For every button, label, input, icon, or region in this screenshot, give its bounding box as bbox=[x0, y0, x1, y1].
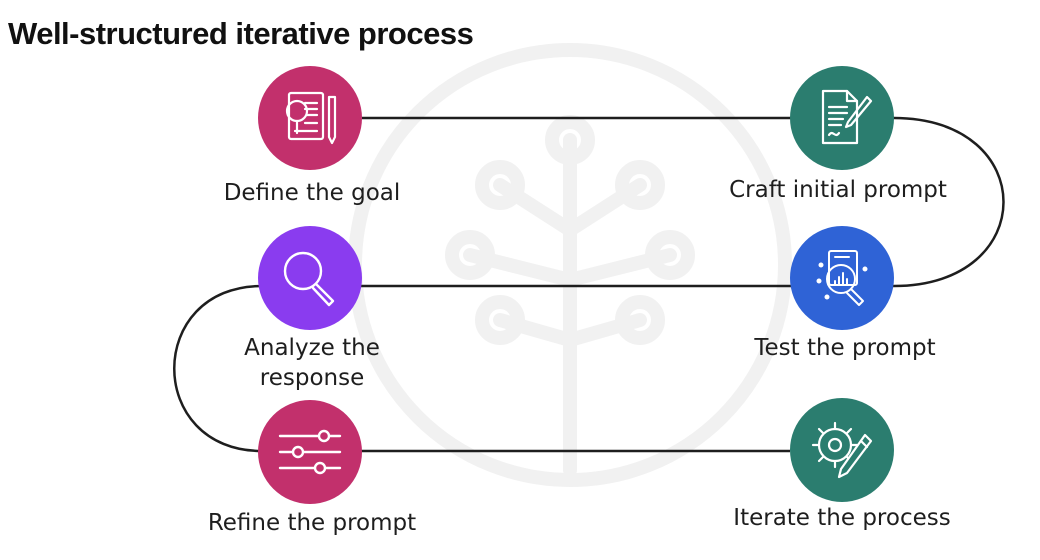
slide-title: Well-structured iterative process bbox=[8, 16, 474, 51]
step-iterate-label: Iterate the process bbox=[733, 505, 951, 531]
gear-pencil-icon bbox=[811, 421, 873, 479]
step-define-label: Define the goal bbox=[223, 180, 401, 206]
step-craft-label: Craft initial prompt bbox=[729, 177, 947, 203]
step-analyze-label-line2: response bbox=[259, 365, 365, 391]
step-analyze-node bbox=[258, 226, 362, 330]
step-refine-node bbox=[258, 400, 362, 504]
magnifier-icon bbox=[283, 251, 335, 307]
sliders-icon bbox=[278, 429, 342, 475]
step-iterate-node bbox=[790, 398, 894, 502]
step-craft-node bbox=[790, 66, 894, 170]
step-analyze-label-line1: Analyze the bbox=[244, 335, 380, 361]
document-pen-icon bbox=[821, 89, 873, 145]
connector-path bbox=[173, 116, 1005, 453]
chart-magnifier-icon bbox=[816, 250, 868, 306]
step-test-node bbox=[790, 226, 894, 330]
step-test-label: Test the prompt bbox=[754, 335, 936, 361]
step-define-node bbox=[258, 66, 362, 170]
document-magnifier-icon bbox=[285, 91, 337, 145]
watermark-logo bbox=[348, 43, 792, 487]
step-refine-label: Refine the prompt bbox=[207, 510, 417, 536]
